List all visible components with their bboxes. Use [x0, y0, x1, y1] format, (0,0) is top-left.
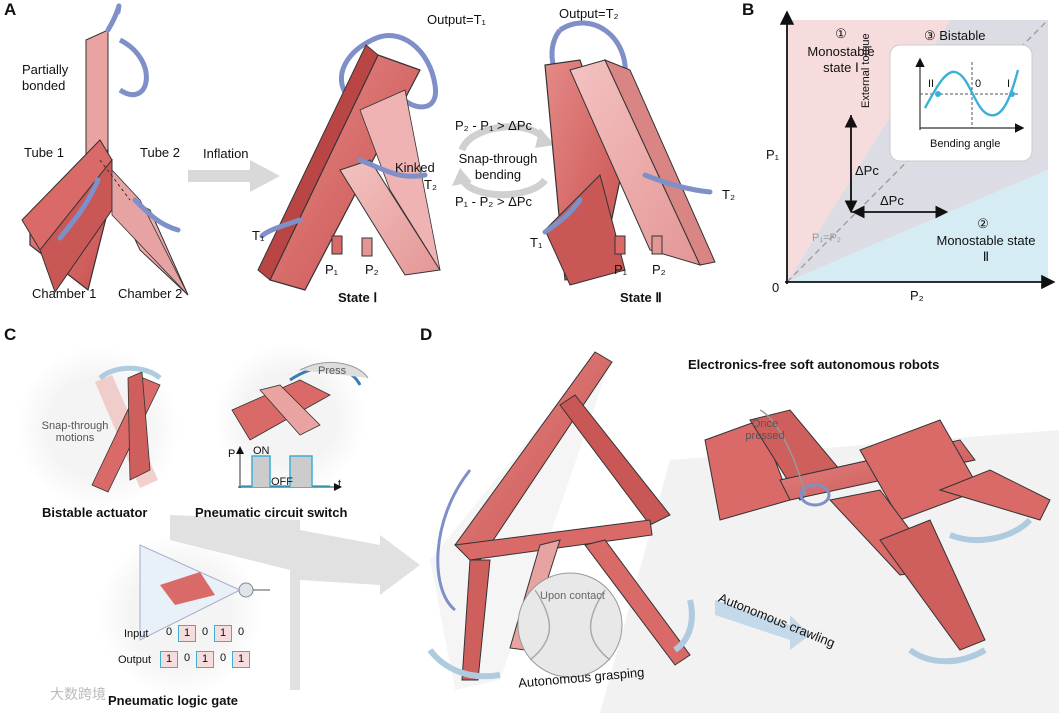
condition-p1-p2-label: P₁ - P₂ > ΔPc	[455, 194, 532, 209]
panel-c-graphics	[16, 342, 420, 697]
pressure-axis-label: P	[228, 448, 236, 460]
output-bit: 0	[183, 652, 191, 664]
input-bit: 0	[237, 626, 245, 638]
diagonal-label: P₁=P₂	[812, 232, 842, 244]
phase-diagram	[779, 10, 1056, 290]
state-2-actuator	[542, 20, 716, 286]
state-1-title: State Ⅰ	[338, 290, 378, 305]
snap-through-arrows	[452, 123, 555, 199]
delta-pc-horizontal-label: ΔPc	[880, 193, 904, 208]
watermark-text: 大数跨境	[50, 686, 106, 702]
state-2-t1-label: T₁	[530, 235, 543, 250]
state-2-t2-label: T₂	[722, 187, 735, 202]
state-1-p2-label: P₂	[365, 262, 379, 277]
panel-d-graphics	[427, 351, 1059, 713]
phase-x-label: P₂	[910, 288, 924, 303]
panel-letter-a: A	[4, 0, 17, 19]
inset-state-2-label: II	[928, 78, 935, 90]
output-bit: 1	[160, 651, 178, 668]
press-label: Press	[318, 365, 347, 377]
inset-y-label: External torque	[860, 33, 872, 108]
inset-x-label: Bending angle	[930, 138, 1001, 150]
input-bit: 1	[214, 625, 232, 642]
state-1-actuator	[257, 33, 441, 291]
time-axis-label: t	[338, 478, 342, 490]
state-2-title: State Ⅱ	[620, 290, 662, 305]
chamber-2-label: Chamber 2	[118, 286, 183, 301]
circuit-switch-label: Pneumatic circuit switch	[195, 505, 348, 520]
kinked-label: Kinked	[395, 160, 435, 175]
panel-letter-b: B	[742, 0, 755, 19]
region-1-number: ①	[835, 26, 847, 41]
region-3-label: ③ Bistable	[924, 28, 986, 43]
output-bit: 0	[219, 652, 227, 664]
output-t2-label: Output=T₂	[559, 6, 619, 21]
delta-pc-vertical-label: ΔPc	[855, 163, 879, 178]
once-pressed-label: Once pressed	[745, 418, 785, 442]
output-bit: 1	[196, 651, 214, 668]
state-1-p1-label: P₁	[325, 262, 339, 277]
inset-state-1-label: I	[1007, 78, 1011, 90]
snap-through-label: Snap-through bending	[458, 151, 538, 182]
input-bit: 1	[178, 625, 196, 642]
state-1-t2-label: T₂	[424, 177, 437, 192]
input-label: Input	[124, 628, 149, 640]
panel-letter-c: C	[4, 325, 17, 344]
output-label: Output	[118, 654, 152, 666]
chamber-1-label: Chamber 1	[32, 286, 97, 301]
region-2-label: Monostable state Ⅱ	[936, 233, 1036, 264]
snap-motions-label: Snap-through motions	[41, 420, 109, 444]
inflation-arrow	[188, 160, 280, 192]
state-1-t1-label: T₁	[252, 228, 265, 243]
output-bits: 1 0 1 0 1	[160, 651, 250, 668]
input-bit: 0	[201, 626, 209, 638]
initial-actuator	[21, 3, 189, 296]
input-bit: 0	[165, 626, 173, 638]
partially-bonded-label: Partially bonded	[22, 62, 69, 93]
region-1-label: Monostable state Ⅰ	[807, 44, 875, 75]
phase-y-label: P₁	[766, 147, 780, 162]
upon-contact-label: Upon contact	[540, 590, 605, 602]
inflation-label: Inflation	[203, 146, 249, 161]
region-2-number: ②	[977, 216, 989, 231]
tube-1-label: Tube 1	[24, 145, 64, 160]
state-2-p2-label: P₂	[652, 262, 666, 277]
condition-p2-p1-label: P₂ - P₁ > ΔPc	[455, 118, 532, 133]
input-bits: 0 1 0 1 0	[160, 625, 250, 642]
panel-letter-d: D	[420, 325, 433, 344]
on-label: ON	[253, 445, 270, 457]
phase-origin-label: 0	[772, 280, 780, 295]
robots-title: Electronics-free soft autonomous robots	[688, 357, 940, 372]
inset-zero-label: 0	[975, 78, 982, 90]
tube-2-label: Tube 2	[140, 145, 180, 160]
bistable-actuator-label: Bistable actuator	[42, 505, 148, 520]
state-2-p1-label: P₁	[614, 262, 628, 277]
output-bit: 1	[232, 651, 250, 668]
off-label: OFF	[271, 476, 293, 488]
output-t1-label: Output=T₁	[427, 12, 486, 27]
logic-gate-label: Pneumatic logic gate	[108, 693, 239, 708]
